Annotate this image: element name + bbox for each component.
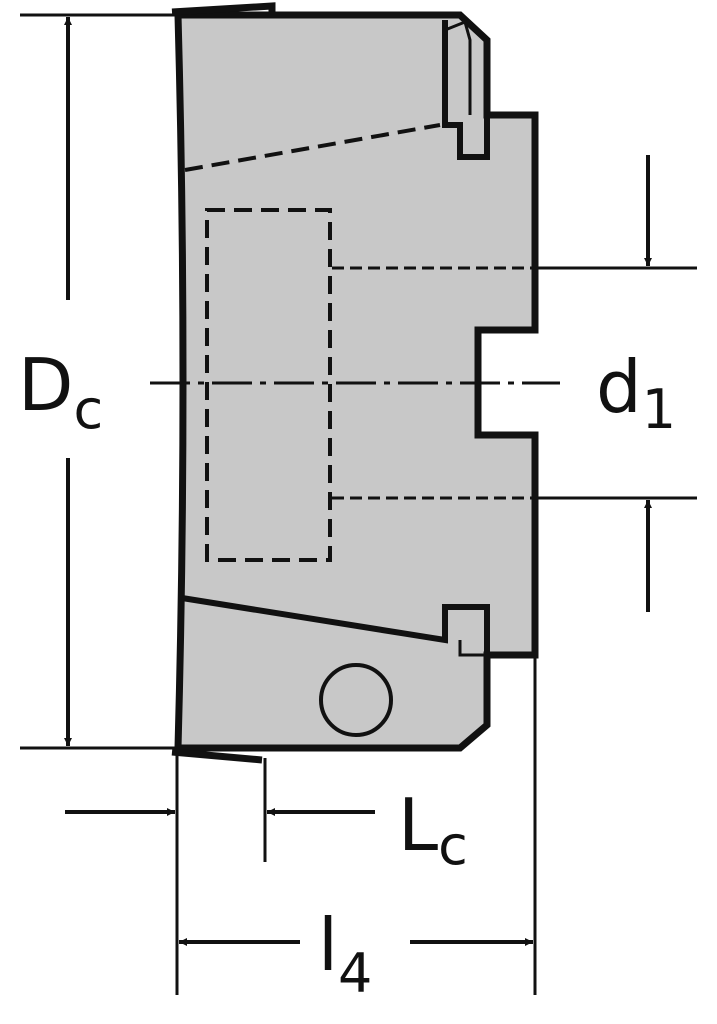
top-slot-inner [444, 19, 472, 115]
lower-slot-inner [458, 640, 487, 657]
lc-label: Lc [398, 783, 468, 877]
d1-label: d1 [596, 345, 676, 441]
insert-bottom-edge [171, 748, 263, 764]
dc-label: Dc [18, 343, 103, 441]
upper-taper-hidden [184, 123, 441, 172]
insert-top-edge [171, 2, 276, 16]
lower-taper-line [181, 595, 490, 655]
l4-label: l4 [318, 903, 372, 1005]
screw-hole [319, 663, 393, 737]
top-slot [442, 20, 490, 160]
bore-hidden [205, 208, 332, 562]
